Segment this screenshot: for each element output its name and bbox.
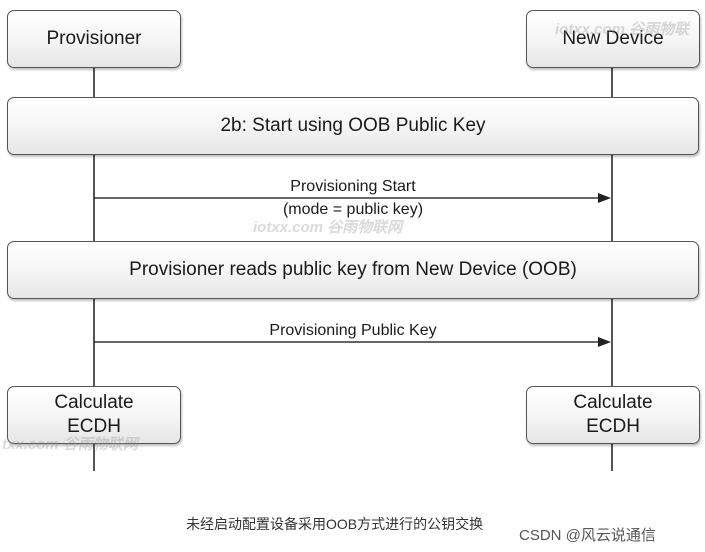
watermark-bottom-left: txx.com 谷雨物联网 [2,436,138,453]
step-start-oob-label: 2b: Start using OOB Public Key [220,115,486,136]
step-start-oob: 2b: Start using OOB Public Key [7,97,699,155]
provisioning-start-line2: (mode = public key) [282,201,424,218]
figure-caption: 未经启动配置设备采用OOB方式进行的公钥交换 [186,516,484,532]
new-device-label: New Device [562,28,664,49]
calc-left-line1: Calculate [54,392,134,413]
calculate-ecdh-new-device: Calculate ECDH [526,386,700,444]
provisioner-label: Provisioner [46,28,142,49]
calc-right-line2: ECDH [586,416,640,437]
step-reads-public-key-label: Provisioner reads public key from New De… [129,259,577,280]
step-reads-public-key: Provisioner reads public key from New De… [7,241,699,299]
provisioner-participant: Provisioner [7,10,181,68]
provisioning-start-arrowhead [598,193,611,203]
new-device-participant: New Device [526,10,700,68]
calc-left-line2: ECDH [67,416,121,437]
provisioning-public-key-text: Provisioning Public Key [269,322,437,339]
provisioning-public-key-arrowhead [598,337,611,347]
watermark-middle: iotxx.com 谷雨物联网 [253,219,403,236]
provisioning-start-line1: Provisioning Start [290,178,416,195]
watermark-top-right: iotxx.com 谷雨物联 [555,21,690,38]
provisioning-start-label: Provisioning Start (mode = public key) [203,175,503,221]
csdn-credit: CSDN @风云说通信 [519,527,656,544]
provisioning-public-key-label: Provisioning Public Key [203,319,503,342]
calculate-ecdh-provisioner: Calculate ECDH [7,386,181,444]
calc-right-line1: Calculate [573,392,653,413]
